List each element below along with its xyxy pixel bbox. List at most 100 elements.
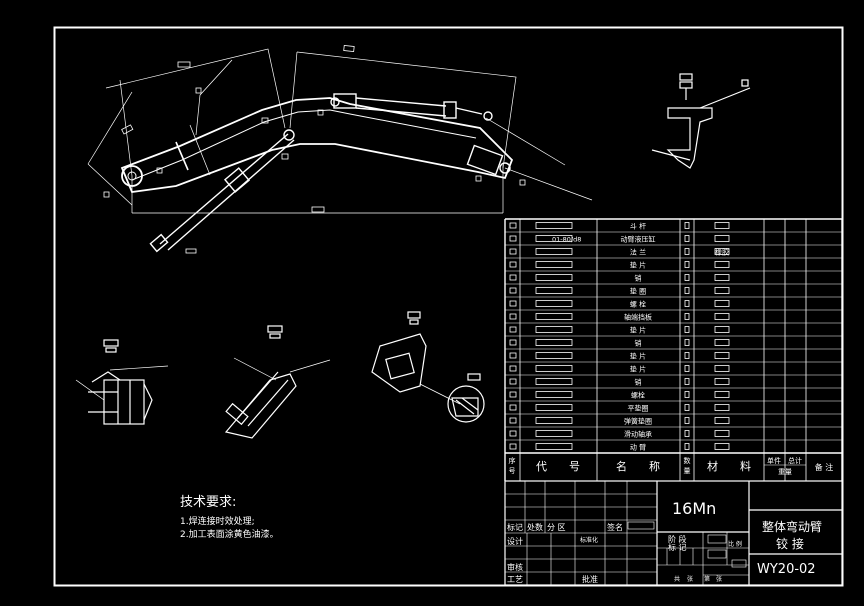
bom-material-box: [714, 235, 730, 242]
bom-qty-box: [684, 274, 690, 281]
bom-row-name: 销: [635, 378, 642, 387]
bom-code-box: [535, 222, 573, 229]
bom-qty-box: [684, 391, 690, 398]
bom-row-name: 垫 片: [630, 326, 646, 335]
bom-spec-fragment: 01-80/d8: [552, 236, 581, 244]
bom-seq-box: [509, 313, 517, 320]
bom-qty-box: [684, 248, 690, 255]
bom-header-remark: 备 注: [815, 462, 834, 472]
bom-code-box: [535, 443, 573, 450]
dimension-lines: [87, 48, 593, 214]
bom-row-name: 平垫圈: [628, 404, 649, 413]
bom-seq-box: [509, 443, 517, 450]
bom-material-box: [714, 326, 730, 333]
bom-row-name: 销: [635, 274, 642, 283]
bom-header-code: 代 号: [536, 460, 580, 473]
tb-zone-label: 分 区: [547, 523, 566, 532]
tb-sheet-no-label: 第: [704, 575, 710, 583]
boom-brace: [175, 141, 189, 171]
bom-row-name: 动 臂: [630, 443, 646, 452]
bom-material-box: [714, 443, 730, 450]
parts-list-table: 斗 杆动臂液压缸法 兰橡胶垫 片销垫 圈螺 栓轴端挡板垫 片销垫 片垫 片销螺栓…: [504, 218, 843, 481]
bom-seq-box: [509, 287, 517, 294]
bom-material-box: [714, 417, 730, 424]
bom-code-box: [535, 274, 573, 281]
bom-seq-box: [509, 417, 517, 424]
bom-code-box: [535, 235, 573, 242]
bom-qty-box: [684, 326, 690, 333]
bom-material-box: [714, 274, 730, 281]
bom-qty-box: [684, 417, 690, 424]
bom-material-box: [714, 391, 730, 398]
tb-review-label: 审核: [507, 562, 523, 572]
tb-material: 16Mn: [672, 499, 716, 518]
bom-code-box: [535, 391, 573, 398]
bom-seq-box: [509, 274, 517, 281]
tb-sheets-unit-label: 张: [687, 575, 693, 583]
bom-seq-box: [509, 404, 517, 411]
title-block: 标记 处数 分 区 签名 设计 标准化 审核 工艺 批准 阶 段 标 记 比 例…: [504, 480, 843, 586]
detail-view-1: [75, 339, 169, 425]
bom-code-box: [535, 261, 573, 268]
bom-code-box: [535, 404, 573, 411]
tb-sign-label: 签名: [607, 522, 623, 532]
bom-code-box: [535, 326, 573, 333]
bom-header-qty-top: 数: [684, 456, 691, 465]
tb-drawing-number: WY20-02: [757, 562, 816, 577]
bom-header-qty-bottom: 量: [684, 467, 691, 475]
bom-code-box: [535, 417, 573, 424]
bom-material-box: [714, 222, 730, 229]
bom-row-name: 垫 片: [630, 352, 646, 361]
bom-qty-box: [684, 261, 690, 268]
bom-row-name: 销: [635, 339, 642, 348]
tb-drawing-name-line1: 整体弯动臂: [762, 519, 822, 534]
bom-code-box: [535, 313, 573, 320]
detail-magnifier: [447, 385, 485, 423]
bom-seq-box: [509, 222, 517, 229]
bom-seq-box: [509, 235, 517, 242]
bom-material-box: [714, 365, 730, 372]
bom-row-name: 动臂液压缸: [621, 235, 656, 244]
bom-material-box: [714, 313, 730, 320]
bom-qty-box: [684, 235, 690, 242]
boom-inner-line: [131, 109, 477, 181]
detail-view-top-right: [651, 73, 751, 169]
bom-qty-box: [684, 339, 690, 346]
bom-seq-box: [509, 339, 517, 346]
bom-header-unit: 单件: [767, 456, 781, 465]
bom-seq-box: [509, 248, 517, 255]
bom-qty-box: [684, 378, 690, 385]
tb-drawing-name-line2: 铰 接: [776, 536, 804, 551]
tech-req-item-2: 2.加工表面涂黄色油漆。: [180, 528, 279, 540]
bom-code-box: [535, 378, 573, 385]
tb-count-label: 处数: [527, 522, 543, 532]
bom-qty-box: [684, 365, 690, 372]
bom-header-seq-bottom: 号: [509, 467, 516, 475]
bom-qty-box: [684, 287, 690, 294]
bom-code-box: [535, 352, 573, 359]
bom-material-box: [714, 287, 730, 294]
tb-standardization-label: 标准化: [580, 536, 598, 544]
bom-seq-box: [509, 326, 517, 333]
bom-row-name: 垫 片: [630, 365, 646, 374]
boom-root-pin-core: [127, 171, 137, 181]
bom-row-name: 螺栓: [631, 391, 645, 400]
bom-header-material: 材 料: [707, 459, 751, 473]
bom-material-box: [714, 352, 730, 359]
tech-req-item-1: 1.焊连接时效处理;: [180, 515, 255, 527]
bom-material-box: [714, 339, 730, 346]
bom-material-box: [714, 248, 730, 255]
bom-seq-box: [509, 261, 517, 268]
bom-row-material: 橡胶: [715, 248, 729, 257]
bom-material-box: [714, 300, 730, 307]
bom-code-box: [535, 287, 573, 294]
bom-qty-box: [684, 404, 690, 411]
tb-approve-label: 批准: [582, 574, 598, 584]
boom-root-pin: [121, 165, 143, 187]
tb-mark2-label: 标 记: [668, 542, 687, 552]
main-assembly-view: [87, 45, 593, 254]
bom-code-box: [535, 300, 573, 307]
bom-seq-box: [509, 352, 517, 359]
tb-mark-label: 标记: [507, 522, 523, 532]
